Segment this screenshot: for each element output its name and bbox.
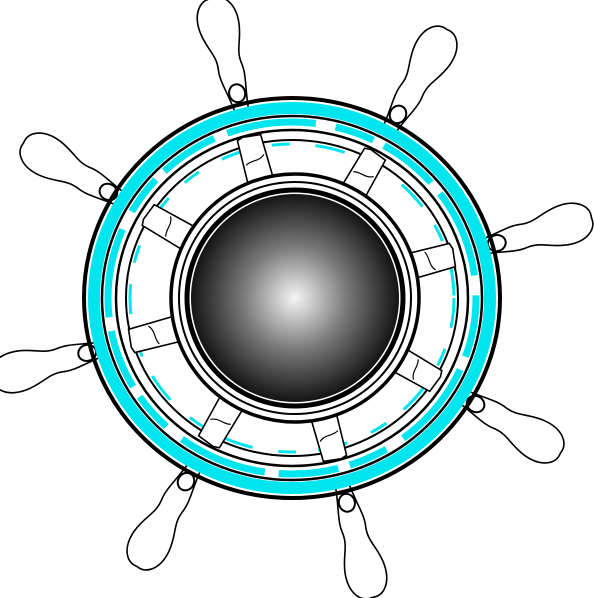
spoke-handle	[334, 483, 388, 598]
spoke-handle	[456, 388, 565, 464]
spoke-handle	[196, 0, 250, 113]
spoke-handle	[19, 132, 128, 208]
center-hub	[169, 172, 421, 424]
inner-spoke	[127, 315, 181, 354]
outer-rim	[82, 96, 502, 500]
spoke-handle	[477, 202, 594, 256]
hub-dome	[191, 194, 399, 402]
